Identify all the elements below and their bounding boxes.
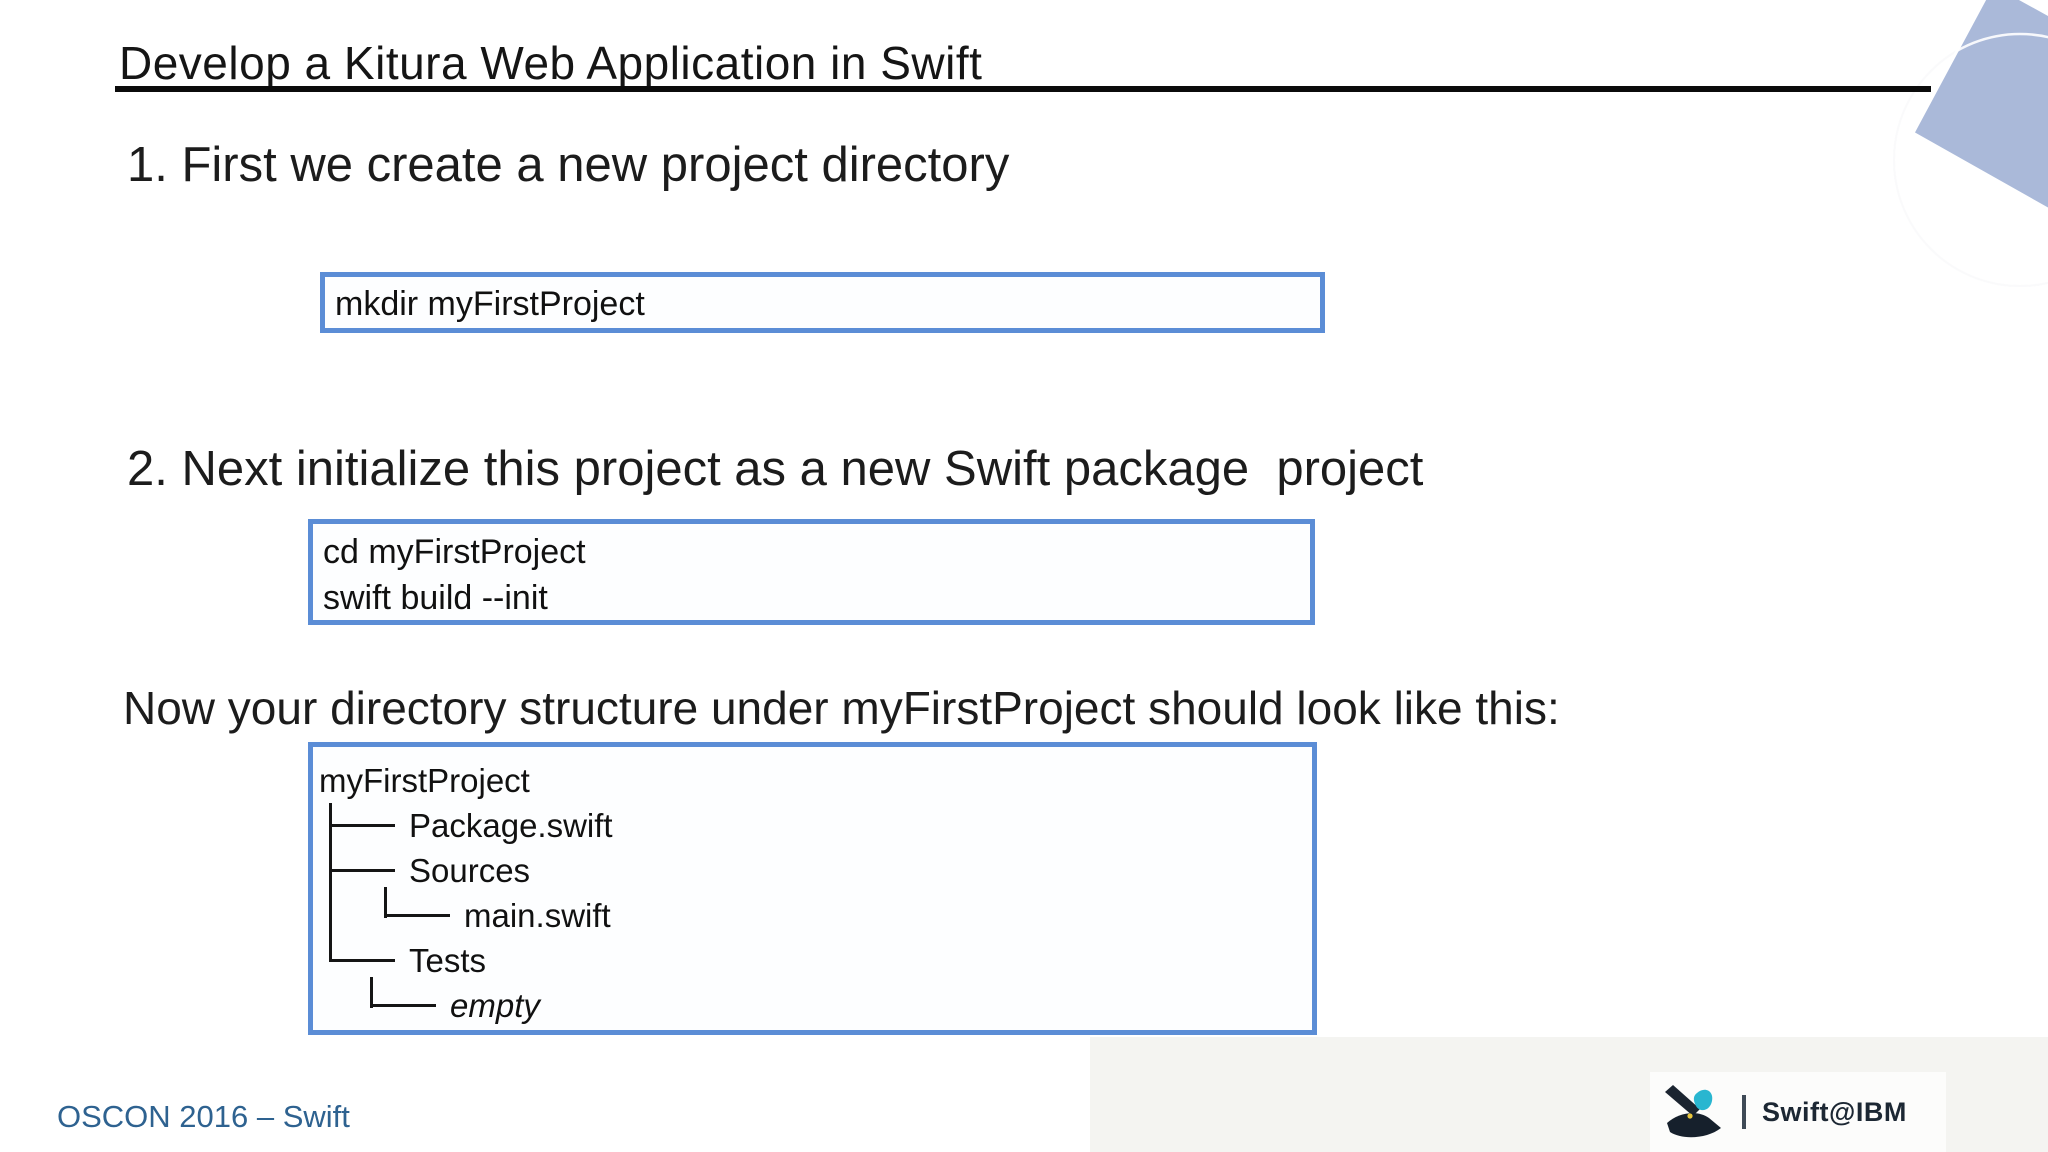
tree-indent-spacer (315, 983, 356, 1028)
directory-structure-note: Now your directory structure under myFir… (123, 682, 1560, 734)
tree-row: Tests (315, 938, 1302, 983)
tree-row: Package.swift (315, 803, 1302, 848)
tree-row: Sources (315, 848, 1302, 893)
tree-elbow-connector (370, 887, 450, 938)
tree-pipe-connector (315, 893, 370, 938)
logo-brand-text: Swift@IBM (1762, 1097, 1907, 1128)
tree-row: empty (315, 977, 1302, 1028)
code-line: mkdir myFirstProject (335, 285, 645, 323)
step1-heading: 1. First we create a new project directo… (127, 138, 1010, 192)
tree-item-tests: Tests (409, 941, 487, 979)
tree-tee-connector (315, 848, 395, 893)
tree-item-empty: empty (450, 986, 540, 1024)
tree-elbow-connector (315, 938, 395, 983)
tree-root-folder: myFirstProject (319, 762, 530, 799)
decoration-diamond (1910, 0, 2048, 211)
tree-tee-connector (315, 803, 395, 848)
swift-ibm-logo: Swift@IBM (1650, 1072, 1946, 1152)
tree-item-package-swift: Package.swift (409, 806, 613, 844)
directory-tree-box: myFirstProject Package.swift Sources mai… (308, 742, 1317, 1035)
footer-conference-label: OSCON 2016 – Swift (57, 1099, 350, 1134)
corner-decoration-graphic (1892, 0, 2048, 288)
decoration-circle-overlay (1892, 32, 2048, 288)
step2-code-box: cd myFirstProject swift build --init (308, 519, 1315, 625)
step1-code-box: mkdir myFirstProject (320, 272, 1325, 333)
logo-divider-bar (1742, 1095, 1746, 1129)
page-title: Develop a Kitura Web Application in Swif… (119, 37, 983, 89)
tree-row: main.swift (315, 887, 1302, 938)
logo-text-swift-at: Swift@ (1762, 1096, 1856, 1127)
code-line: cd myFirstProject (323, 533, 586, 571)
logo-text-ibm: IBM (1855, 1096, 1907, 1127)
tree-item-main-swift: main.swift (464, 896, 611, 934)
tree-elbow-connector (356, 977, 436, 1028)
title-underline (115, 86, 1931, 92)
swift-bird-icon (1665, 1085, 1721, 1138)
code-line: swift build --init (323, 579, 548, 617)
tree-item-sources: Sources (409, 851, 531, 889)
step2-heading: 2. Next initialize this project as a new… (127, 442, 1424, 496)
